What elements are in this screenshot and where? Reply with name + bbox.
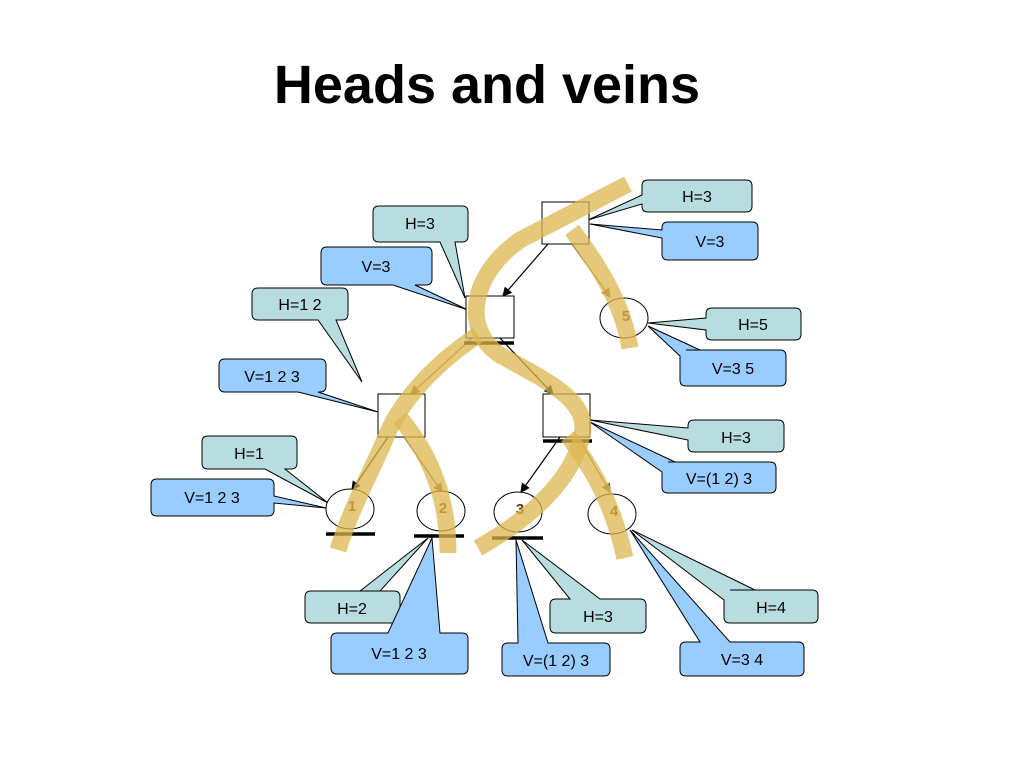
callout-label: H=3	[682, 189, 712, 206]
callout-h-5: H=5	[647, 307, 802, 341]
callout-v-root: V=3	[589, 221, 759, 261]
slide-title: Heads and veins	[273, 55, 701, 115]
vein-n3-2	[393, 412, 457, 554]
vein-main	[467, 176, 632, 556]
callout-label: H=3	[721, 430, 751, 447]
callout-label: V=3	[696, 234, 725, 251]
callout-h-n2: H=3	[372, 205, 469, 299]
node-3-label: 3	[516, 501, 524, 518]
callout-v-4: V=3 4	[629, 529, 805, 677]
callout-label: H=2	[337, 601, 367, 618]
vein-n2-1	[329, 327, 483, 553]
callout-label: H=1	[234, 446, 264, 463]
callout-label: V=3 5	[712, 361, 754, 378]
vein-root-5	[565, 224, 639, 350]
callout-v-1: V=1 2 3	[150, 478, 327, 517]
callout-label: H=5	[738, 317, 768, 334]
callout-h-n3: H=1 2	[251, 287, 363, 383]
callout-h-root: H=3	[587, 179, 753, 221]
callout-v-n4: V=(1 2) 3	[589, 421, 777, 494]
edge-root-n2	[502, 243, 549, 297]
callout-label: V=(1 2) 3	[523, 653, 589, 670]
callout-h-3: H=3	[521, 539, 647, 634]
edge-n4-3	[520, 436, 561, 493]
callout-h-2: H=2	[304, 537, 429, 624]
callout-label: H=1 2	[278, 297, 321, 314]
vein-n4-4	[561, 430, 634, 560]
callout-label: H=4	[756, 600, 786, 617]
callout-v-n2: V=3	[320, 246, 469, 311]
callout-label: V=3	[362, 259, 391, 276]
callout-label: V=1 2 3	[184, 490, 240, 507]
callout-h-4: H=4	[631, 529, 819, 624]
callout-label: V=3 4	[721, 652, 763, 669]
callout-v-2: V=1 2 3	[330, 536, 469, 675]
veins-layer	[329, 176, 639, 560]
callout-h-n4: H=3	[589, 419, 785, 453]
callout-v-5: V=3 5	[647, 325, 787, 387]
callouts-layer: H=3 V=3 H=3 V=3 H=1 2 V=1 2 3	[150, 179, 819, 677]
callout-label: V=1 2 3	[371, 646, 427, 663]
callout-label: V=1 2 3	[244, 369, 300, 386]
callout-h-1: H=1	[201, 435, 329, 504]
callout-label: H=3	[405, 216, 435, 233]
callout-v-3: V=(1 2) 3	[501, 539, 611, 677]
callout-label: H=3	[583, 609, 613, 626]
callout-v-n3: V=1 2 3	[218, 358, 379, 413]
callout-label: V=(1 2) 3	[686, 471, 752, 488]
